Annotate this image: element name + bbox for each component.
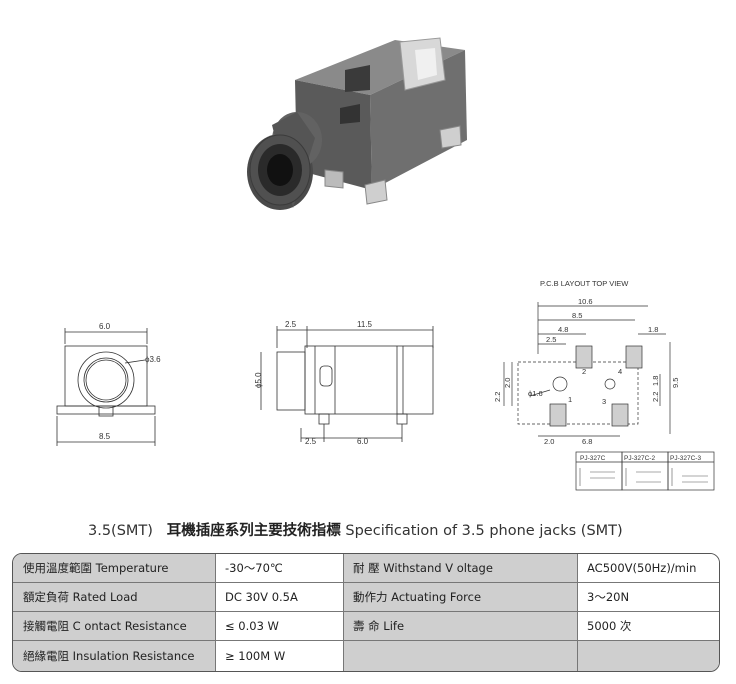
spec-label: 額定負荷 Rated Load <box>13 583 215 611</box>
pcb-b-label: 4.8 <box>558 325 568 334</box>
side-pin-pitch-label: 6.0 <box>357 437 369 446</box>
pin-2-label: 2 <box>582 367 586 376</box>
table-row: 額定負荷 Rated Load DC 30V 0.5A 動作力 Actuatin… <box>13 583 719 611</box>
pin-1-label: 1 <box>568 395 572 404</box>
spec-value: DC 30V 0.5A <box>215 583 343 611</box>
pcb-v1-label: 2.0 <box>503 378 512 388</box>
variant-2-label: PJ-327C-2 <box>624 455 655 462</box>
variant-3-label: PJ-327C-3 <box>670 455 701 462</box>
pcb-d-label: 1.8 <box>648 325 658 334</box>
pcb-v2-label: 2.2 <box>493 392 502 402</box>
spec-value: -30～70℃ <box>215 554 343 582</box>
side-view-drawing: 2.5 11.5 ϕ5.0 2.5 6.0 <box>254 320 434 446</box>
pcb-bottom1-label: 2.0 <box>544 437 554 446</box>
pin-4-label: 4 <box>618 367 622 376</box>
heading-english: Specification of 3.5 phone jacks (SMT) <box>345 523 623 539</box>
spec-value: 5000 次 <box>577 612 719 640</box>
side-length-label: 11.5 <box>357 320 373 329</box>
spec-table: 使用溫度範圍 Temperature -30～70℃ 耐 壓 Withstand… <box>12 553 720 672</box>
spec-label: 絕緣電阻 Insulation Resistance <box>13 641 215 671</box>
table-row: 接觸電阻 C ontact Resistance ≤ 0.03 W 壽 命 Li… <box>13 612 719 640</box>
pcb-r2-label: 2.2 <box>651 392 660 402</box>
col-divider <box>343 554 344 671</box>
row-divider <box>13 640 719 641</box>
pcb-hole-label: ϕ1.6 <box>528 389 543 398</box>
spec-label: 使用溫度範圍 Temperature <box>13 554 215 582</box>
spec-label: 壽 命 Life <box>343 612 577 640</box>
side-height-label: ϕ5.0 <box>254 372 263 388</box>
pcb-title: P.C.B LAYOUT TOP VIEW <box>540 279 629 288</box>
pin-3-label: 3 <box>602 397 606 406</box>
row-divider <box>13 582 719 583</box>
spec-label: 接觸電阻 C ontact Resistance <box>13 612 215 640</box>
spec-value: AC500V(50Hz)/min <box>577 554 719 582</box>
pcb-layout-drawing: P.C.B LAYOUT TOP VIEW 10.6 8.5 4.8 2.5 1… <box>493 279 715 491</box>
product-image <box>247 37 467 210</box>
front-width-label: 6.0 <box>99 322 111 331</box>
table-row: 使用溫度範圍 Temperature -30～70℃ 耐 壓 Withstand… <box>13 554 719 582</box>
pcb-a-label: 8.5 <box>572 311 582 320</box>
side-pin-offset-label: 2.5 <box>305 437 317 446</box>
pcb-height-label: 9.5 <box>671 378 680 388</box>
spec-label <box>343 641 577 671</box>
spec-value: ≤ 0.03 W <box>215 612 343 640</box>
pcb-c-label: 2.5 <box>546 335 556 344</box>
front-diameter-label: ϕ3.6 <box>145 355 161 364</box>
side-front-label: 2.5 <box>285 320 297 329</box>
spec-value: ≥ 100M W <box>215 641 343 671</box>
heading-prefix: 3.5(SMT) <box>88 523 153 539</box>
spec-value <box>577 641 719 671</box>
col-divider <box>577 554 578 671</box>
row-divider <box>13 611 719 612</box>
pcb-r1-label: 1.8 <box>651 376 660 386</box>
table-row: 絕緣電阻 Insulation Resistance ≥ 100M W <box>13 641 719 671</box>
heading-chinese: 耳機插座系列主要技術指標 <box>166 523 341 539</box>
spec-value: 3～20N <box>577 583 719 611</box>
col-divider <box>215 554 216 671</box>
spec-label: 耐 壓 Withstand V oltage <box>343 554 577 582</box>
spec-heading: 3.5(SMT) 耳機插座系列主要技術指標 Specification of 3… <box>88 519 728 540</box>
pcb-bottom2-label: 6.8 <box>582 437 592 446</box>
spec-label: 動作力 Actuating Force <box>343 583 577 611</box>
front-view-drawing: 6.0 ϕ3.6 8.5 <box>56 322 161 446</box>
front-base-label: 8.5 <box>99 432 111 441</box>
pcb-overall-label: 10.6 <box>578 297 593 306</box>
variant-1-label: PJ-327C <box>580 455 606 462</box>
